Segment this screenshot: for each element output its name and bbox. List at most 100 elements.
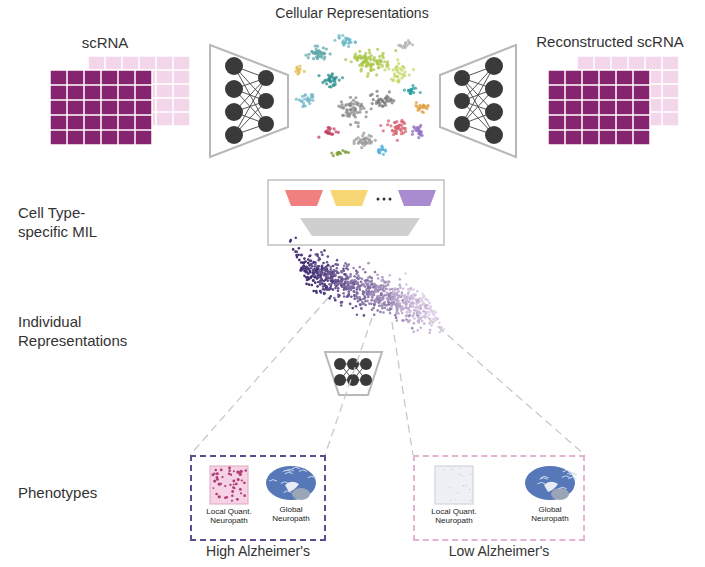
cell-point xyxy=(397,80,400,83)
individual-point xyxy=(410,288,413,291)
cell-point xyxy=(331,132,334,135)
individual-point xyxy=(428,322,431,325)
individual-point xyxy=(418,311,421,314)
mil-head xyxy=(330,190,368,206)
grid-line xyxy=(117,70,119,145)
individual-point xyxy=(403,296,406,299)
individual-point xyxy=(408,320,411,323)
individual-point xyxy=(389,297,392,300)
individual-point xyxy=(349,273,352,276)
tissue-square xyxy=(210,466,248,504)
plaque-dot xyxy=(228,470,230,472)
individual-point xyxy=(396,288,399,291)
grid-line xyxy=(548,129,650,131)
cell-point xyxy=(381,105,384,108)
cell-point xyxy=(330,73,333,76)
net-neuron xyxy=(258,70,274,86)
cell-point xyxy=(332,127,335,130)
tissue-image xyxy=(200,463,258,507)
individual-point xyxy=(306,276,309,279)
individual-point xyxy=(295,250,298,253)
individual-point xyxy=(363,314,366,317)
individual-point xyxy=(325,286,328,289)
individual-point xyxy=(360,280,363,283)
cell-point xyxy=(370,63,373,66)
ellipsis-dot xyxy=(383,198,386,201)
cell-point xyxy=(368,134,371,137)
individual-point xyxy=(321,279,324,282)
individual-point xyxy=(425,307,428,310)
individual-point xyxy=(307,262,310,265)
individual-point xyxy=(390,293,393,296)
individual-point xyxy=(310,263,313,266)
individual-point xyxy=(337,287,340,290)
cell-point xyxy=(396,58,399,61)
cell-point xyxy=(314,44,317,47)
individual-point xyxy=(425,304,428,307)
cell-point xyxy=(395,75,398,78)
individual-point xyxy=(386,292,389,295)
grid-line xyxy=(548,69,650,71)
individual-point xyxy=(396,319,399,322)
individual-point xyxy=(398,284,401,287)
cell-point xyxy=(352,99,355,102)
group-heading: High Alzheimer's xyxy=(172,543,344,560)
individual-point xyxy=(310,276,313,279)
individual-point xyxy=(318,265,321,268)
individual-point xyxy=(357,283,360,286)
cell-point xyxy=(306,99,309,102)
individual-point xyxy=(406,311,409,314)
individual-point xyxy=(388,294,391,297)
individual-point xyxy=(410,294,413,297)
cell-point xyxy=(340,100,343,103)
individual-point xyxy=(356,276,359,279)
cell-point xyxy=(347,38,350,41)
cell-point xyxy=(363,137,366,140)
individual-point xyxy=(384,288,387,291)
individual-point xyxy=(383,280,386,283)
cell-point xyxy=(367,72,370,75)
individual-point xyxy=(353,297,356,300)
leader-line xyxy=(428,318,585,455)
individual-point xyxy=(395,304,398,307)
cell-point xyxy=(357,142,360,145)
cell-embedding-cloud xyxy=(294,34,429,157)
individual-point xyxy=(382,298,385,301)
individual-point xyxy=(408,297,411,300)
grid-line xyxy=(632,70,634,145)
brain-gyrus xyxy=(563,470,571,472)
individual-point xyxy=(392,291,395,294)
cell-point xyxy=(336,153,339,156)
individual-point xyxy=(334,279,337,282)
cell-point xyxy=(379,59,382,62)
individual-point xyxy=(387,284,390,287)
individual-point xyxy=(383,281,386,284)
individual-point xyxy=(428,313,431,316)
plaque-dot xyxy=(241,479,243,481)
individual-point xyxy=(315,290,318,293)
cell-point xyxy=(387,119,390,122)
individual-point xyxy=(423,322,426,325)
plaque-dot xyxy=(231,490,234,493)
cell-point xyxy=(422,111,425,114)
individual-point xyxy=(356,291,359,294)
cell-point xyxy=(411,130,414,133)
individual-point xyxy=(393,293,396,296)
individual-point xyxy=(309,267,312,270)
individual-point xyxy=(368,290,371,293)
cell-point xyxy=(392,133,395,136)
individual-point xyxy=(302,262,305,265)
grid-line xyxy=(577,55,679,57)
individual-point xyxy=(312,268,315,271)
plaque-dot xyxy=(244,482,246,484)
individual-point xyxy=(364,271,367,274)
individual-point xyxy=(351,284,354,287)
individual-point xyxy=(326,270,329,273)
brain-gyrus xyxy=(299,470,307,472)
individual-point xyxy=(308,255,311,258)
individual-point xyxy=(374,289,377,292)
plaque-dot xyxy=(240,470,243,473)
net-neuron xyxy=(485,57,503,75)
individual-point xyxy=(348,286,351,289)
cell-point xyxy=(369,94,372,97)
